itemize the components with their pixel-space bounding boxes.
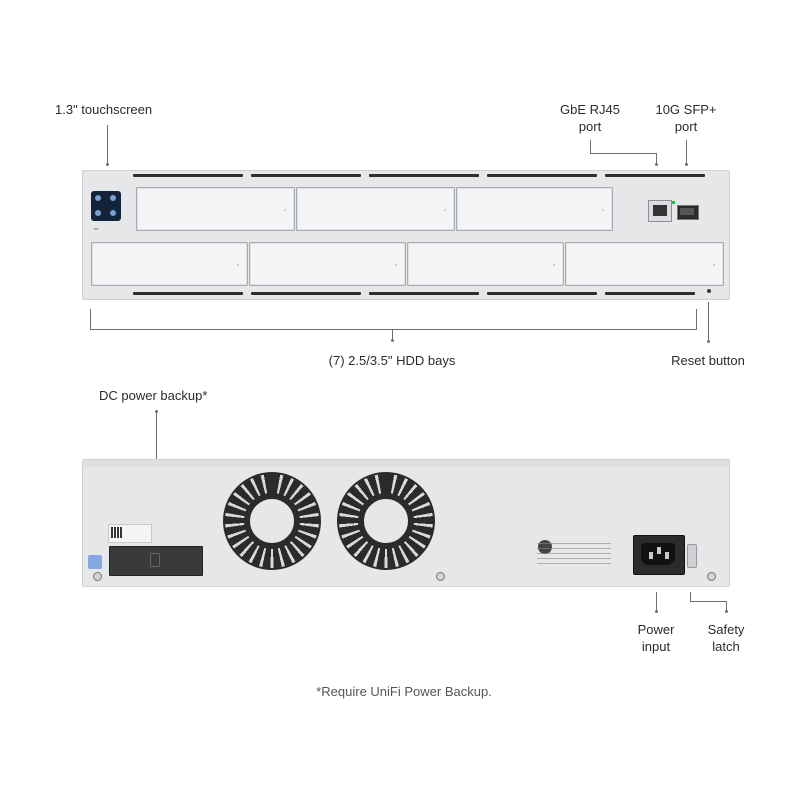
vent-slot [369,292,479,295]
vent-slot [133,292,243,295]
rj45-label: GbE RJ45 port [560,101,620,135]
sfp-leader [686,140,687,165]
hdd-bay[interactable] [456,187,613,231]
rj45-leader-h [590,153,657,154]
regulatory-text [537,540,611,564]
hdd-bay[interactable] [136,187,295,231]
vent-slot [251,292,361,295]
latch-label-line2: latch [712,639,740,654]
latch-leader-v1 [690,592,691,602]
hdd-bay[interactable] [91,242,248,286]
power-label-line1: Power [637,622,675,637]
bays-leader-dot [391,339,394,342]
screw [436,572,445,581]
bays-bracket-bottom [90,329,697,330]
touchscreen-icon[interactable] [91,191,121,221]
reset-button[interactable] [707,289,711,293]
rj45-leader-v1 [590,140,591,154]
power-label-line2: input [641,639,671,654]
rear-panel [82,459,730,587]
hdd-bay[interactable] [249,242,406,286]
bays-bracket-left [90,309,91,330]
rear-top-strip [83,460,729,467]
touchscreen-leader-dot [106,163,109,166]
vent-slot [605,174,705,177]
vent-slot [605,292,695,295]
sfp-leader-dot [685,163,688,166]
rj45-leader-v2 [656,153,657,165]
latch-label-line1: Safety [707,622,745,637]
fan-icon [337,472,435,570]
side-label-icon [88,555,102,569]
reset-leader [708,302,709,342]
hdd-bay[interactable] [407,242,564,286]
safety-latch[interactable] [687,544,697,568]
power-label: Power input [638,621,675,655]
front-panel: ▪▪▪ [82,170,730,300]
footnote: *Require UniFi Power Backup. [316,684,492,699]
vent-slot [487,174,597,177]
fan-icon [223,472,321,570]
reset-leader-dot [707,340,710,343]
latch-leader-h [690,601,727,602]
touchscreen-label: 1.3" touchscreen [55,102,153,117]
device-logo: ▪▪▪ [94,226,99,231]
dc-backup-leader-dot [155,410,158,413]
rj45-label-line1: GbE RJ45 [560,102,620,117]
rj45-leader-dot [655,163,658,166]
latch-label: Safety latch [708,621,745,655]
serial-sticker [108,524,152,543]
hdd-bay[interactable] [565,242,724,286]
iec-power-inlet-icon[interactable] [633,535,685,575]
sfp-port-icon[interactable] [677,205,699,220]
hdd-bays-label: (7) 2.5/3.5" HDD bays [328,353,456,368]
power-leader-dot [655,610,658,613]
rj45-port-icon[interactable] [648,200,675,222]
hdd-bay[interactable] [296,187,455,231]
vent-slot [369,174,479,177]
sfp-label-line2: port [674,119,698,134]
touchscreen-leader [107,125,108,165]
dc-backup-port[interactable] [109,546,203,576]
dc-backup-label: DC power backup* [99,388,208,403]
screw [707,572,716,581]
vent-slot [487,292,597,295]
reset-label: Reset button [671,353,745,368]
screw [93,572,102,581]
vent-slot [251,174,361,177]
bays-leader [392,330,393,341]
latch-leader-v2 [726,601,727,612]
sfp-label: 10G SFP+ port [655,101,716,135]
power-leader [656,592,657,612]
sfp-label-line1: 10G SFP+ [655,102,717,117]
latch-leader-dot [725,610,728,613]
rj45-label-line2: port [578,119,602,134]
bays-bracket-right [696,309,697,330]
vent-slot [133,174,243,177]
